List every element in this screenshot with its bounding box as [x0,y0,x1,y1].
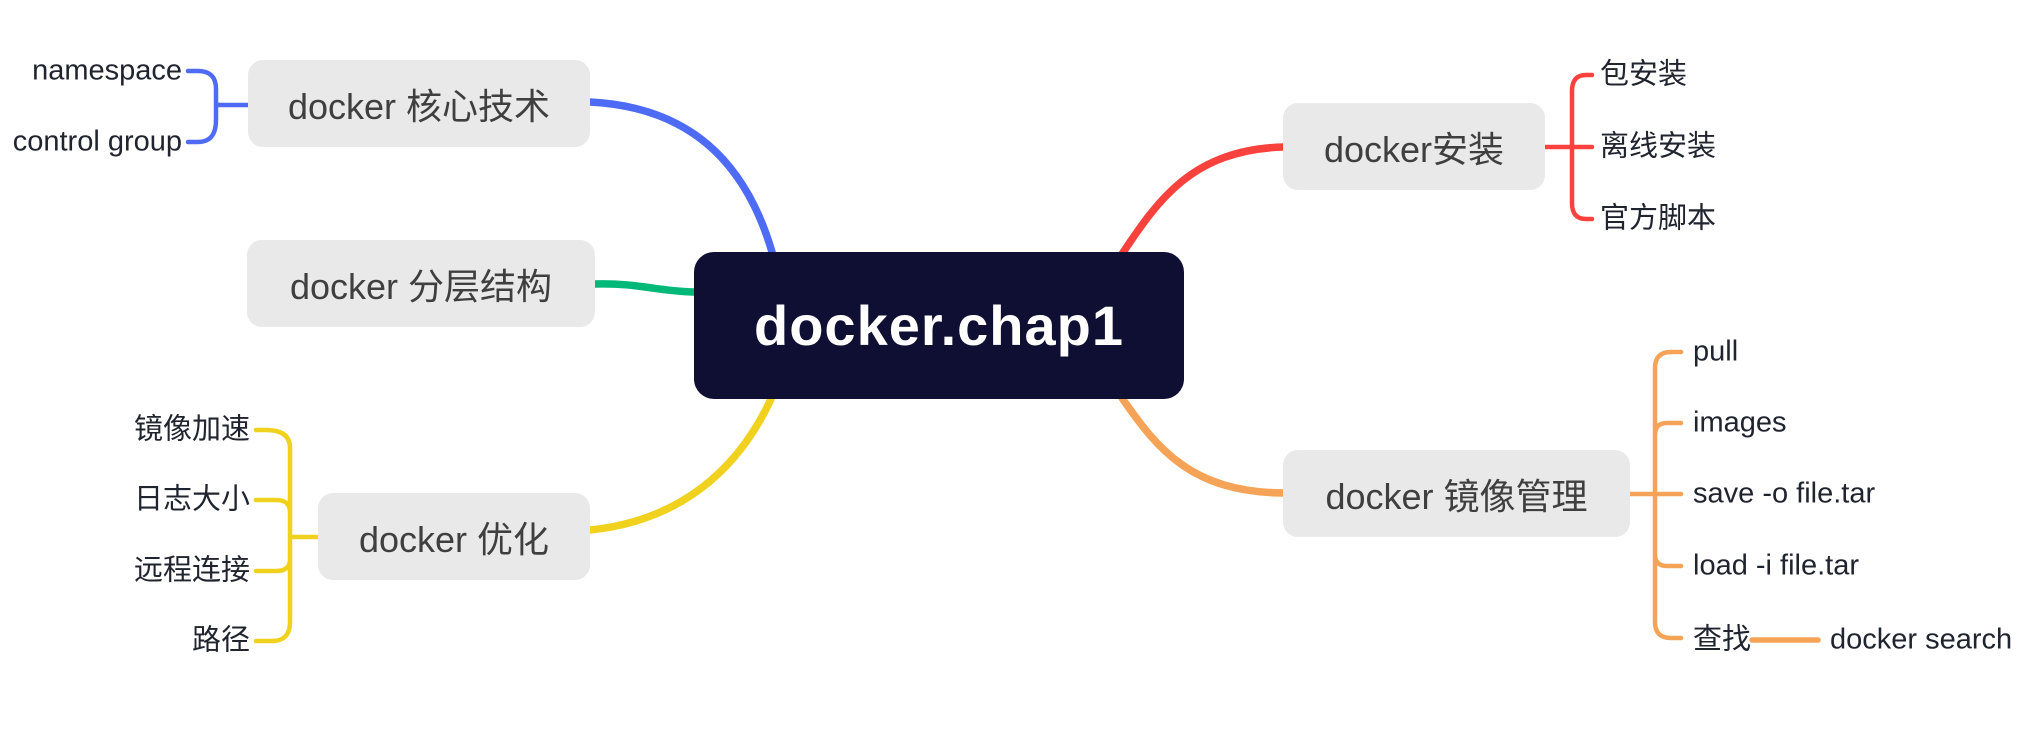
branch-optimize-main-curve [586,395,775,534]
topic-docker-optimize[interactable]: docker 优化 [318,493,590,580]
branch-layers-main-curve [591,280,698,296]
topic-docker-core-tech[interactable]: docker 核心技术 [248,60,590,147]
child-topic-package-install[interactable]: 包安装 [1600,58,1688,91]
root-topic-label: docker.chap1 [754,294,1124,357]
branch-imgmgmt-main-curve [1118,394,1287,497]
topic-label: docker安装 [1323,128,1505,170]
branch-install-children-bracket [1542,72,1595,222]
child-topic-log-size[interactable]: 日志大小 [133,483,250,516]
branch-install-connector [1118,72,1595,258]
topic-label: docker 核心技术 [287,85,551,127]
topic-label: docker 分层结构 [289,265,553,307]
child-topic-pull[interactable]: pull [1693,335,1739,368]
topic-docker-install[interactable]: docker安装 [1283,103,1545,190]
branch-imgmgmt-children-bracket [1627,349,1684,641]
topic-label: docker 优化 [358,518,550,560]
child-topic-load[interactable]: load -i file.tar [1693,549,1860,582]
child-topic-search[interactable]: 查找 [1693,623,1752,656]
branch-optimize-connector [253,395,775,644]
root-topic[interactable]: docker.chap1 [694,252,1184,399]
child-topic-save[interactable]: save -o file.tar [1693,477,1876,510]
branch-install-main-curve [1118,143,1287,258]
branch-core-main-curve [586,98,776,256]
child-topic-images[interactable]: images [1693,406,1787,439]
branch-optimize-children-bracket [253,427,321,644]
child-topic-official-script[interactable]: 官方脚本 [1600,202,1717,235]
branch-core-connector [185,68,776,256]
child-topic-path[interactable]: 路径 [191,624,250,657]
child-topic-mirror-accel[interactable]: 镜像加速 [133,413,250,446]
child-topic-control-group[interactable]: control group [12,125,182,158]
topic-docker-layer-structure[interactable]: docker 分层结构 [247,240,595,327]
branch-imgmgmt-connector [1118,349,1821,643]
child-topic-docker-search[interactable]: docker search [1830,623,2013,656]
topic-label: docker 镜像管理 [1325,475,1588,517]
child-topic-offline-install[interactable]: 离线安装 [1600,130,1717,163]
topic-docker-image-management[interactable]: docker 镜像管理 [1283,450,1630,537]
branch-core-children-bracket [185,68,251,145]
branch-layers-connector [591,280,698,296]
child-topic-remote-connect[interactable]: 远程连接 [133,554,250,587]
child-topic-namespace[interactable]: namespace [32,54,182,87]
